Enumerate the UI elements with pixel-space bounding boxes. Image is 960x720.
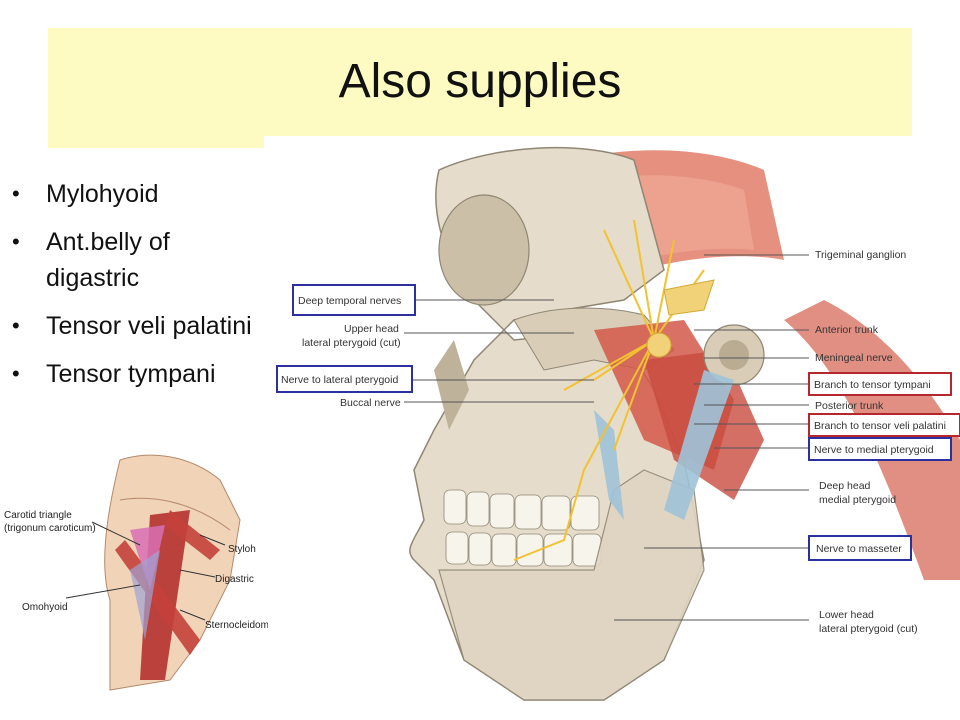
bullet-text: Tensor tympani	[46, 360, 216, 388]
label-digastric: Digastric	[215, 574, 254, 585]
label-meningeal-nerve: Meningeal nerve	[815, 352, 893, 364]
label-stylohyoid: Styloh	[228, 544, 256, 555]
label-carotid-triangle-sub: (trigonum caroticum)	[4, 523, 96, 534]
label-branch-tensor-veli-palatini: Branch to tensor veli palatini	[814, 420, 946, 432]
label-posterior-trunk: Posterior trunk	[815, 400, 884, 412]
bullet-text: Ant.belly of digastric	[46, 228, 170, 292]
bullet-item: • Ant.belly of digastric	[8, 224, 268, 296]
label-upper-head-sub: lateral pterygoid (cut)	[302, 337, 401, 349]
bullet-item: • Tensor veli palatini	[8, 308, 268, 344]
label-omohyoid: Omohyoid	[22, 602, 68, 613]
label-branch-tensor-tympani: Branch to tensor tympani	[814, 379, 931, 391]
bullet-dot-icon: •	[12, 176, 20, 212]
bullet-text: Tensor veli palatini	[46, 312, 252, 340]
label-upper-head: Upper head	[344, 323, 399, 335]
label-nerve-to-masseter: Nerve to masseter	[816, 543, 902, 555]
mandibular-nerve-figure: Deep temporal nerves Upper head lateral …	[264, 140, 960, 720]
label-lower-head-sub: lateral pterygoid (cut)	[819, 623, 918, 635]
bullet-list: • Mylohyoid • Ant.belly of digastric • Tens…	[8, 176, 268, 404]
label-nerve-lateral-pterygoid: Nerve to lateral pterygoid	[281, 374, 398, 386]
label-deep-head-sub: medial pterygoid	[819, 494, 896, 506]
bullet-text: Mylohyoid	[46, 180, 159, 208]
slide-title: Also supplies	[48, 58, 912, 106]
label-anterior-trunk: Anterior trunk	[815, 324, 879, 336]
label-sternocleidomastoid: Sternocleidoma	[205, 620, 268, 631]
label-trigeminal-ganglion: Trigeminal ganglion	[815, 249, 906, 261]
bullet-item: • Tensor tympani	[8, 356, 268, 392]
bullet-dot-icon: •	[12, 356, 20, 392]
label-nerve-medial-pterygoid: Nerve to medial pterygoid	[814, 444, 934, 456]
bullet-dot-icon: •	[12, 224, 20, 260]
label-deep-head: Deep head	[819, 480, 871, 492]
label-deep-temporal-nerves: Deep temporal nerves	[298, 295, 401, 307]
label-buccal-nerve: Buccal nerve	[340, 397, 401, 409]
bullet-dot-icon: •	[12, 308, 20, 344]
bullet-item: • Mylohyoid	[8, 176, 268, 212]
label-carotid-triangle: Carotid triangle	[4, 510, 72, 521]
carotid-triangle-figure: Carotid triangle (trigonum caroticum) St…	[0, 440, 268, 692]
title-band-extension	[48, 136, 264, 148]
label-lower-head: Lower head	[819, 609, 874, 621]
